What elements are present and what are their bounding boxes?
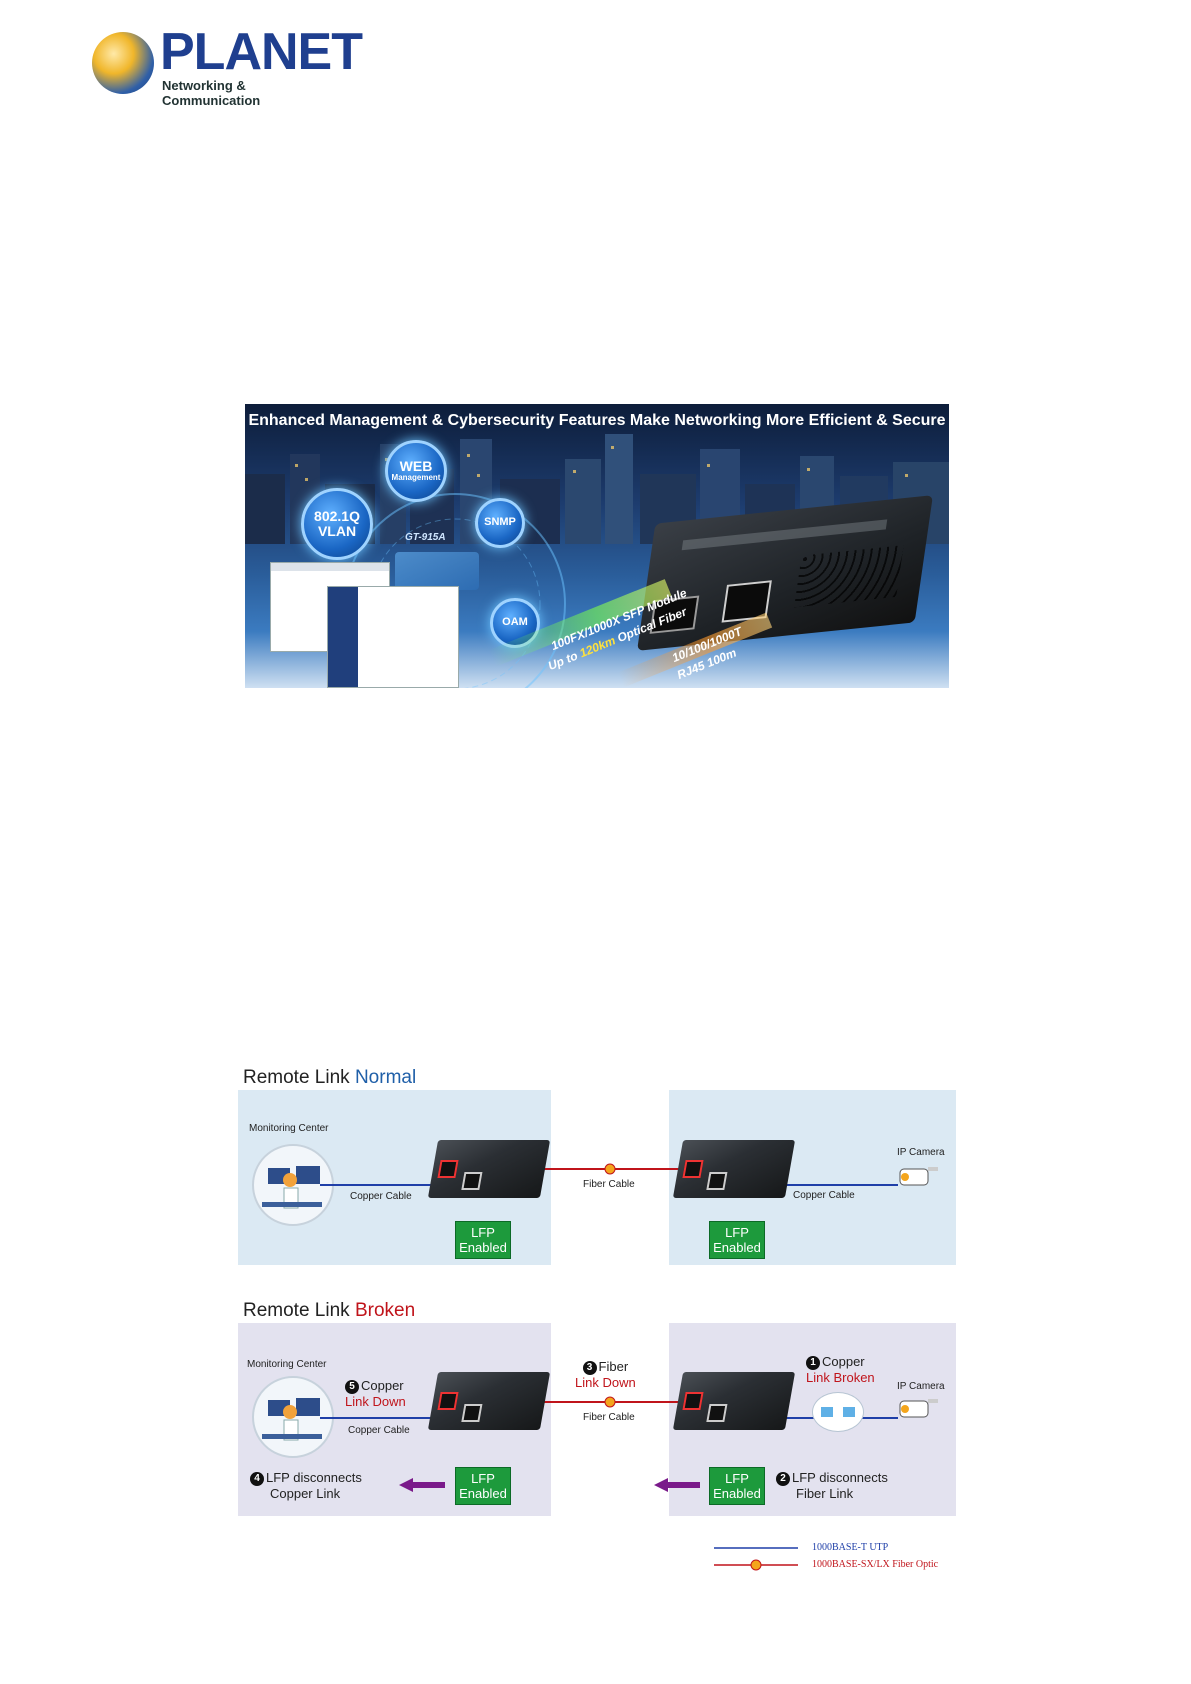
web-ui-screenshot-2 xyxy=(327,586,459,688)
normal-ip-camera-icon xyxy=(899,1167,938,1186)
normal-link-lines xyxy=(320,1163,898,1186)
broken-link-lines xyxy=(320,1396,898,1419)
broken-monitoring-center-label: Monitoring Center xyxy=(247,1359,327,1370)
broken-copper-plug-icon xyxy=(812,1392,864,1432)
banner-title: Enhanced Management & Cybersecurity Feat… xyxy=(248,412,946,429)
broken-converter-left xyxy=(427,1372,551,1430)
ring-device-image xyxy=(395,552,479,590)
normal-fiber-cable-label: Fiber Cable xyxy=(583,1179,635,1190)
logo-wordmark: PLANET xyxy=(160,23,363,81)
normal-converter-left xyxy=(427,1140,551,1198)
broken-converter-right xyxy=(672,1372,796,1430)
arrow-left-icon xyxy=(399,1478,445,1492)
normal-operator-icon xyxy=(252,1144,334,1226)
logo-tagline: Networking & Communication xyxy=(162,78,261,108)
device-model-label: GT-915A xyxy=(405,532,446,543)
normal-copper-cable-left-label: Copper Cable xyxy=(350,1191,412,1202)
arrow-left-icon-2 xyxy=(654,1478,700,1492)
normal-converter-right xyxy=(672,1140,796,1198)
legend-utp-label: 1000BASE-T UTP xyxy=(812,1542,889,1553)
broken-ip-camera-label: IP Camera xyxy=(897,1381,945,1392)
broken-fiber-cable-label: Fiber Cable xyxy=(583,1412,635,1423)
broken-copper-cable-left-label: Copper Cable xyxy=(348,1425,410,1436)
normal-copper-cable-right-label: Copper Cable xyxy=(793,1190,855,1201)
product-banner: Enhanced Management & Cybersecurity Feat… xyxy=(245,404,949,688)
planet-globe-icon xyxy=(92,32,154,94)
legend-line-swatches xyxy=(714,1547,798,1571)
broken-ip-camera-icon xyxy=(899,1399,938,1418)
normal-heading: Remote Link Normal xyxy=(243,1067,417,1088)
normal-monitoring-center-label: Monitoring Center xyxy=(249,1123,329,1134)
planet-logo: PLANET Networking & Communication xyxy=(92,26,363,108)
snmp-bubble: SNMP xyxy=(475,498,525,548)
legend-fiber-label: 1000BASE-SX/LX Fiber Optic xyxy=(812,1559,939,1570)
normal-ip-camera-label: IP Camera xyxy=(897,1147,945,1158)
broken-heading: Remote Link Broken xyxy=(243,1300,416,1321)
